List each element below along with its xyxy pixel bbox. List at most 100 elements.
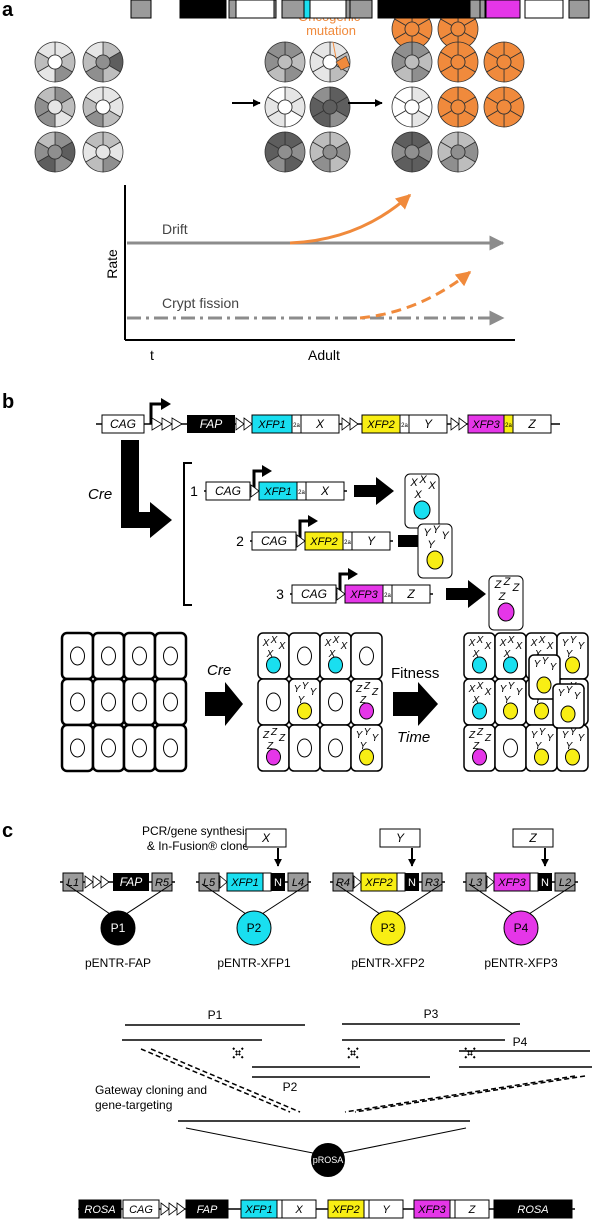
outcome-cargo-glyph: X <box>413 489 422 501</box>
att-site-label: R3 <box>425 877 440 889</box>
outcome-cargo-glyph: Z <box>503 576 512 588</box>
cell-cargo-glyph: Z <box>359 695 367 706</box>
cell-cargo-glyph: X <box>546 641 554 652</box>
cell-cargo-glyph: Y <box>566 649 574 660</box>
cell-nucleus <box>297 738 312 758</box>
cargo-block <box>524 0 564 19</box>
tissue-cell <box>257 678 290 726</box>
crypt-center <box>47 144 63 160</box>
outcome-cag <box>205 481 251 501</box>
crypt-center <box>496 99 512 115</box>
cell-cargo-glyph: Y <box>535 741 543 752</box>
construct-b-y <box>408 414 448 434</box>
final-2a <box>363 1199 370 1219</box>
loxp-sites-4 <box>450 417 468 431</box>
construct-b: CAG FAP XFP1 2a X XFP2 2a Y XFP3 2a Z <box>96 398 560 434</box>
cell-nucleus <box>163 692 178 712</box>
crypt-center <box>277 144 293 160</box>
cell-nucleus <box>472 656 487 674</box>
prosa-circle <box>311 1143 345 1177</box>
cell-cargo-glyph: Y <box>542 656 550 667</box>
att-site <box>465 872 487 892</box>
cell-cargo-glyph: Y <box>500 684 508 695</box>
crypt-center <box>277 54 293 70</box>
cell-cargo-glyph: Y <box>356 730 364 741</box>
final-xfp-block-label: XFP3 <box>417 1204 446 1216</box>
fragment-label: P1 <box>208 1008 223 1022</box>
cell-nucleus <box>328 656 343 674</box>
crypt-center <box>47 99 63 115</box>
insert-box <box>245 828 287 848</box>
outcome-loxp <box>296 534 306 548</box>
outcome-cargo <box>351 531 391 551</box>
xfp-label: XFP1 <box>230 877 259 889</box>
crypt-center <box>450 99 466 115</box>
fragment-label: P3 <box>424 1007 439 1021</box>
crossover-line <box>354 1075 586 1113</box>
insert-label: Z <box>528 831 537 845</box>
cell-cargo-glyph: Z <box>468 730 476 741</box>
plasmid-line <box>65 883 111 915</box>
fap-block <box>113 873 149 891</box>
outcome-cargo-glyph: Y <box>432 524 440 536</box>
cell-nucleus <box>472 748 487 766</box>
dest-vector: ROSACAGR1DESTR2ROSA <box>178 0 471 1122</box>
outcome-number: 2 <box>236 533 244 549</box>
construct-b-2a-1-label: 2a <box>293 423 300 429</box>
outcome-number: 3 <box>276 586 284 602</box>
final-rosa-arm <box>493 1199 573 1219</box>
fitness-arrow <box>393 682 438 726</box>
plasmid-line <box>125 883 173 915</box>
att-site-label: R2 <box>354 0 368 3</box>
outcome-cag-label: CAG <box>215 484 241 498</box>
cell-cargo-glyph: Y <box>302 681 310 692</box>
cell-nucleus <box>503 702 518 720</box>
insert-box <box>512 828 554 848</box>
tissue-cell <box>122 677 157 727</box>
insert-label: Y <box>396 831 405 845</box>
outcome-promoter-arrowhead <box>262 465 272 477</box>
crypt-fission-label: Crypt fission <box>162 295 239 311</box>
cell-nucleus <box>503 738 518 758</box>
tissue-cell <box>122 631 157 681</box>
cell-cargo-glyph: Y <box>310 687 318 698</box>
crypt-center <box>277 99 293 115</box>
cell-nucleus <box>70 692 85 712</box>
outcome-cag-label: CAG <box>301 587 327 601</box>
gateway-label: Gateway cloning and gene-targeting <box>95 1083 210 1112</box>
construct-b-promoter-arrow <box>149 402 163 424</box>
loxp-sites-1 <box>151 417 183 431</box>
cell-cargo-glyph: Y <box>516 687 524 698</box>
fap-label: FAP <box>120 875 142 889</box>
outcome-cag <box>291 584 337 604</box>
insert-label: X <box>261 831 271 845</box>
cell-nucleus <box>503 656 518 674</box>
cell-cargo-glyph: Y <box>360 741 368 752</box>
tissue-cell <box>91 677 126 727</box>
att-site <box>130 0 152 19</box>
final-loxp <box>160 1202 186 1216</box>
loxp-site <box>486 875 495 889</box>
att-site <box>332 872 354 892</box>
cell-cargo-glyph: Y <box>570 635 578 646</box>
cell-nucleus <box>70 646 85 666</box>
outcome-nucleus <box>426 550 444 570</box>
cell-cargo-glyph: X <box>328 649 336 660</box>
crypt-late-3 <box>437 41 479 83</box>
att-site <box>349 0 373 19</box>
cell-cargo-glyph: Z <box>270 727 278 738</box>
oncogenic-line2: mutation <box>306 23 356 38</box>
rosa-arm <box>377 0 471 19</box>
cell-cargo-glyph: X <box>538 635 546 646</box>
final-cargo-block-label: Z <box>468 1204 477 1216</box>
construct-b-fap <box>187 415 235 433</box>
final-2a <box>276 1199 283 1219</box>
final-rosa-arm-label: ROSA <box>84 1204 115 1216</box>
loxp-sites-2 <box>235 417 253 431</box>
two-a-block <box>529 872 539 892</box>
